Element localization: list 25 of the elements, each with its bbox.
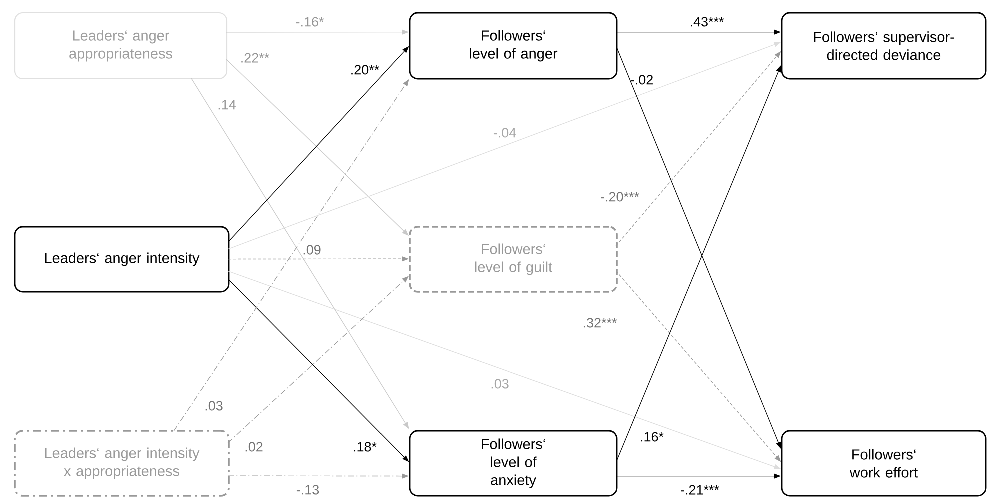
edge-label: .16* — [641, 432, 664, 442]
edge-label: -.04 — [494, 128, 516, 138]
edge-label: -.21*** — [681, 485, 720, 495]
edge-label: .43*** — [690, 17, 724, 27]
edge-label: -.20*** — [601, 192, 640, 202]
edge-label: -.16* — [296, 17, 324, 27]
edge-label: -.13 — [296, 485, 320, 495]
variable-box: Followers‘ work effort — [781, 430, 987, 497]
edge-label: .03 — [206, 401, 223, 411]
variable-box: Leaders‘ anger appropriateness — [14, 12, 228, 80]
variable-box: Followers‘ level of guilt — [409, 226, 618, 293]
edge-label: .22** — [242, 53, 270, 63]
edge-label: .09 — [304, 245, 321, 255]
edge-label: .02 — [246, 442, 263, 452]
variable-box: Leaders‘ anger intensity x appropriateness — [14, 430, 230, 497]
edge-label: .18* — [354, 442, 377, 452]
edge-label: -.02 — [630, 75, 653, 85]
edge-label: .32*** — [584, 318, 618, 328]
variable-box: Followers‘ supervisor-directed deviance — [781, 12, 987, 80]
edge-label: .14 — [218, 100, 236, 110]
edge-label: .03 — [492, 379, 509, 389]
edge-label: .20** — [352, 65, 380, 75]
variable-box: Leaders‘ anger intensity — [14, 226, 230, 293]
variable-box: Followers‘ level of anger — [409, 12, 618, 80]
variable-box: Followers‘ level of anxiety — [409, 430, 618, 497]
